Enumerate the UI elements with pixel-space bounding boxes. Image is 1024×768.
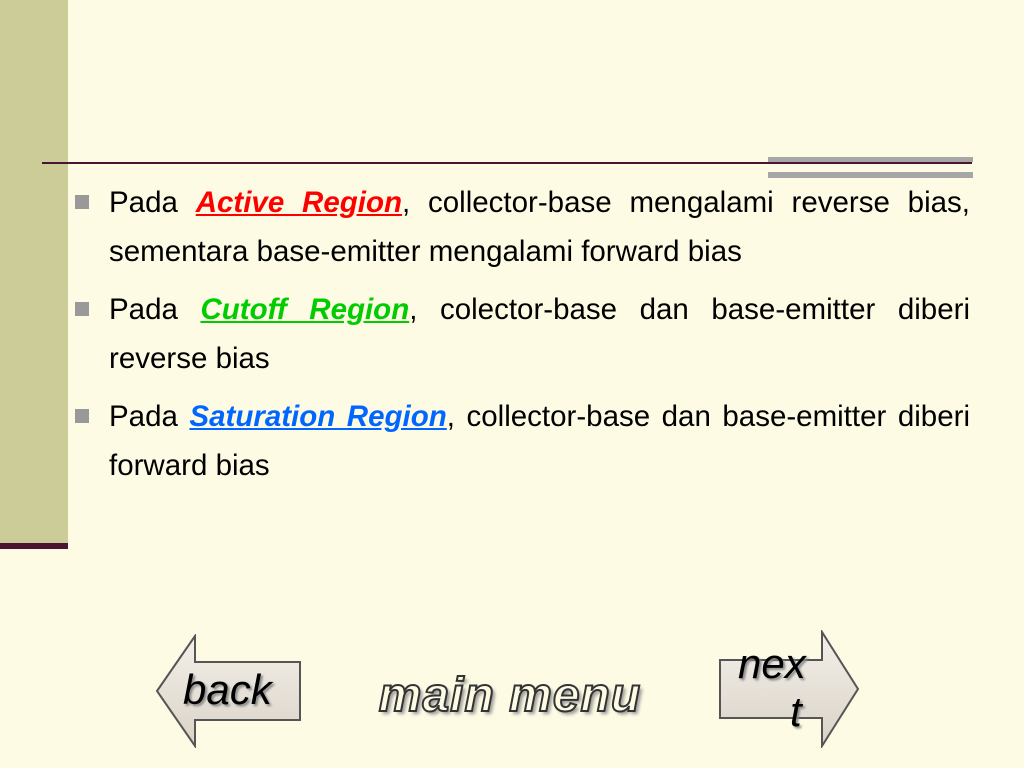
bullet-prefix: Pada [109,293,201,326]
bullet-prefix: Pada [109,400,190,433]
cutoff-region-link[interactable]: Cutoff Region [200,293,410,326]
saturation-region-link[interactable]: Saturation Region [189,400,447,433]
back-label: back [183,666,272,713]
next-label-line1: nex [738,640,806,687]
main-menu-button[interactable]: main menu [378,668,642,723]
accent-bar-bottom [768,172,973,178]
bullet-suffix: , colector-base dan base-emitter diberi … [109,293,970,375]
bullet-prefix: Pada [109,186,196,219]
bullet-suffix: , collector-base dan base-emitter diberi… [109,400,970,482]
active-region-link[interactable]: Active Region [195,186,403,219]
square-bullet-icon [75,409,89,423]
left-arrow-icon [155,634,301,748]
bullet-active-region: Pada Active Region, collector-base menga… [75,178,970,276]
left-sidebar-foot [0,543,68,549]
bullet-suffix: , collector-base mengalami reverse bias,… [109,186,970,268]
bullet-cutoff-region: Pada Cutoff Region, colector-base dan ba… [75,285,970,383]
accent-bar-top [768,157,973,162]
next-button[interactable]: nex t [718,630,860,748]
back-button[interactable]: back [155,634,303,748]
title-divider [42,162,972,164]
left-sidebar-bar [0,0,68,548]
right-arrow-icon [719,630,860,748]
bullet-list: Pada Active Region, collector-base menga… [75,178,970,499]
next-label-line2: t [790,688,802,735]
square-bullet-icon [75,302,89,316]
square-bullet-icon [75,195,89,209]
bullet-saturation-region: Pada Saturation Region, collector-base d… [75,392,970,490]
